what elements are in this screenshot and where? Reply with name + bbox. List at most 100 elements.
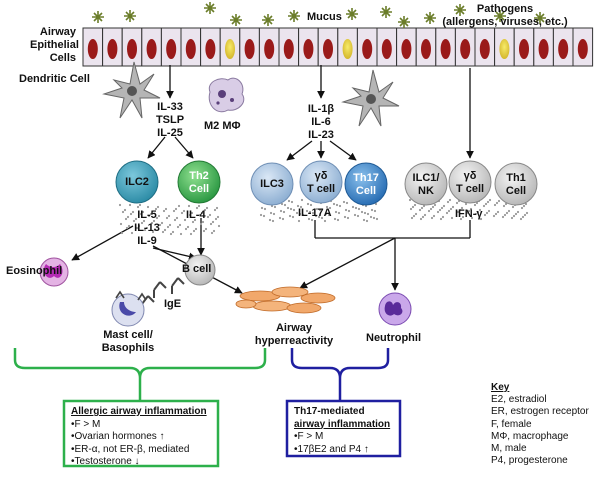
cytokine-dot bbox=[332, 202, 336, 206]
epithelial-nucleus bbox=[577, 39, 588, 59]
epithelial-nucleus bbox=[401, 39, 412, 59]
cytokine-dot bbox=[438, 208, 442, 212]
gd-t-cell-2-line-1: γδ bbox=[463, 170, 477, 182]
pathogen-spike-icon bbox=[380, 6, 392, 18]
cytokine-dot bbox=[259, 213, 263, 217]
cytokine-dot bbox=[476, 210, 480, 214]
ilc2-label: ILC2 bbox=[125, 176, 149, 188]
b-cell-icon bbox=[184, 254, 216, 286]
pathogen-spike-icon bbox=[454, 4, 466, 16]
cytokine-dot bbox=[343, 215, 347, 219]
cytokine-dot bbox=[139, 212, 143, 216]
cytokine-dot bbox=[449, 207, 453, 211]
cytokine-dot bbox=[280, 202, 284, 206]
cytokine-dot bbox=[433, 203, 437, 207]
cytokine-dot bbox=[372, 216, 376, 220]
cytokine-dot bbox=[455, 201, 459, 205]
cytokine-dot bbox=[263, 207, 267, 211]
cytokine-dot bbox=[152, 219, 156, 223]
cytokine-dot bbox=[514, 212, 518, 216]
cytokine-dot bbox=[327, 213, 331, 217]
cytokine-dot bbox=[460, 206, 464, 210]
cytokine-dot bbox=[126, 215, 130, 219]
airway-hyper-line-1: Airway bbox=[275, 322, 313, 334]
th17-cytokines-label: IL-1β IL-6 IL-23 bbox=[300, 103, 342, 142]
cytokine-dot bbox=[523, 213, 527, 217]
cytokine-dot bbox=[298, 212, 302, 216]
cytokine-dot bbox=[132, 219, 136, 223]
cytokine-dot bbox=[128, 203, 132, 207]
pathogen-spike-icon bbox=[288, 10, 300, 22]
epithelial-nucleus bbox=[166, 39, 177, 59]
key-title: Key bbox=[491, 382, 510, 393]
cytokine-dot bbox=[306, 202, 310, 206]
ilc1-nk-line-2: NK bbox=[418, 185, 434, 197]
epithelial-nucleus bbox=[381, 39, 392, 59]
cytokine-dot bbox=[184, 227, 188, 231]
cytokine-dot bbox=[427, 209, 431, 213]
epithelial-nucleus bbox=[558, 39, 569, 59]
pathogens-line-1: Pathogens bbox=[476, 3, 534, 15]
cytokine-dot bbox=[483, 213, 487, 217]
cytokine-dot bbox=[338, 204, 342, 208]
cytokine-dot bbox=[138, 203, 142, 207]
cytokine-dot bbox=[167, 214, 171, 218]
cytokine-dot bbox=[309, 203, 313, 207]
epithelial-nucleus bbox=[264, 39, 275, 59]
cytokine-dot bbox=[291, 215, 295, 219]
th17-inflammation-box: Th17-mediated airway inflammation •F > M… bbox=[289, 403, 398, 455]
cytokine-dot bbox=[502, 204, 506, 208]
cytokine-dot bbox=[520, 206, 524, 210]
cytokine-dot bbox=[194, 227, 198, 231]
cytokine-dot bbox=[305, 209, 309, 213]
cytokine-dot bbox=[357, 207, 361, 211]
pathogens-label: Pathogens (allergens, viruses, etc.) bbox=[424, 3, 586, 29]
goblet-cell-nucleus bbox=[499, 39, 510, 59]
cytokine-dot bbox=[166, 225, 170, 229]
ilc3-label: ILC3 bbox=[260, 178, 284, 190]
airway-epithelial-line-2: Epithelial bbox=[30, 39, 79, 51]
ilc3-cell-icon bbox=[250, 162, 294, 206]
cytokine-dot bbox=[301, 213, 305, 217]
th2-cell-icon bbox=[177, 160, 221, 204]
cytokine-dot bbox=[311, 211, 315, 215]
cytokine-dot bbox=[412, 214, 416, 218]
cytokine-dot bbox=[296, 204, 300, 208]
cytokine-dot bbox=[362, 218, 366, 222]
th17-bracket bbox=[290, 348, 390, 400]
cytokine-dot bbox=[440, 206, 444, 210]
allergic-item-3: •ER-α, not ER-β, mediated bbox=[71, 443, 190, 455]
cytokine-dot bbox=[328, 206, 332, 210]
allergic-inflammation-box: Allergic airway inflammation •F > M •Ova… bbox=[66, 403, 216, 467]
il17a-label: IL-17A bbox=[298, 207, 332, 219]
th2-line-1: Th2 bbox=[189, 170, 209, 182]
cytokine-dot bbox=[314, 214, 318, 218]
cytokine-dot bbox=[287, 199, 291, 203]
cytokine-dot bbox=[315, 207, 319, 211]
cytokine-dot bbox=[336, 218, 340, 222]
cytokine-dot bbox=[201, 220, 205, 224]
il4-label: IL-4 bbox=[186, 209, 206, 221]
neutrophil-icon bbox=[378, 292, 412, 326]
cytokine-dot bbox=[163, 228, 167, 232]
mast-cell-icon bbox=[111, 290, 147, 327]
cytokine-dot bbox=[493, 203, 497, 207]
cytokine-dot bbox=[366, 212, 370, 216]
cytokine-dot bbox=[522, 204, 526, 208]
cytokine-dot bbox=[150, 221, 154, 225]
cytokine-dot bbox=[482, 204, 486, 208]
cytokine-dot bbox=[292, 208, 296, 212]
cytokine-dot bbox=[492, 214, 496, 218]
cytokine-dot bbox=[456, 210, 460, 214]
cytokine-dot bbox=[130, 231, 134, 235]
cytokine-dot bbox=[217, 224, 221, 228]
cytokine-dot bbox=[473, 203, 477, 207]
cytokine-dot bbox=[414, 212, 418, 216]
cytokine-dot bbox=[410, 216, 414, 220]
cytokine-dot bbox=[370, 208, 374, 212]
cytokine-dot bbox=[157, 214, 161, 218]
cytokine-il1b: IL-1β bbox=[307, 103, 335, 115]
cytokine-dot bbox=[168, 223, 172, 227]
cytokine-dot bbox=[409, 207, 413, 211]
